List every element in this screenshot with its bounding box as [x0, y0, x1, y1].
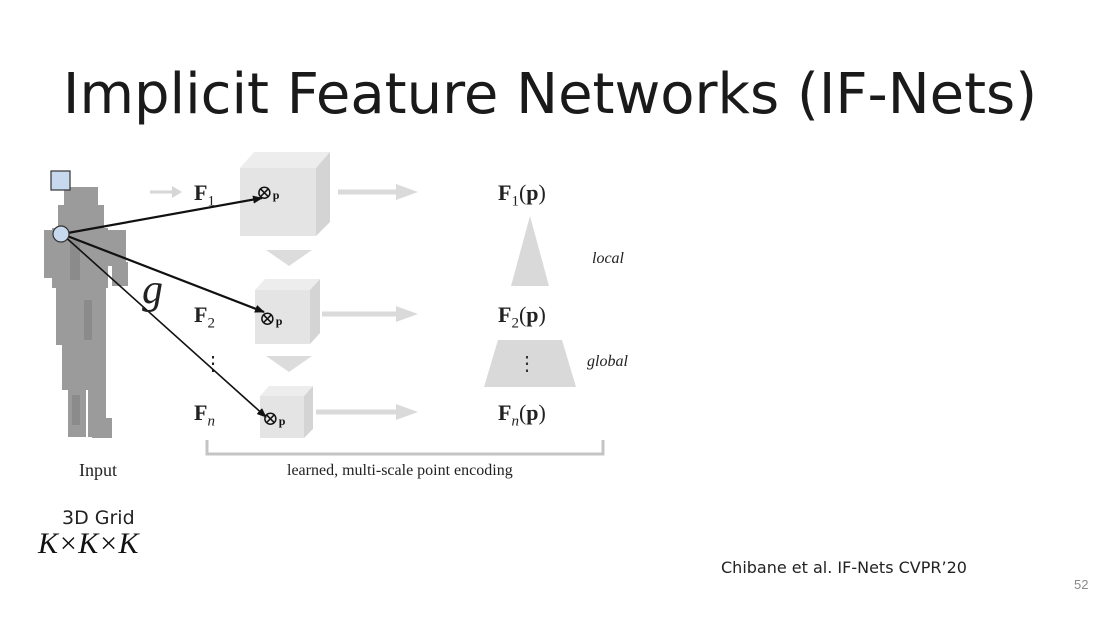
local-triangle — [511, 216, 549, 286]
encoding-label: learned, multi-scale point encoding — [287, 462, 513, 479]
feature-arrows — [316, 184, 418, 420]
arrow-to-f1 — [61, 195, 263, 236]
input-label: Input — [79, 460, 117, 480]
feature-output-n: Fn(p) — [498, 400, 546, 430]
otimes-icon: ⊗p — [256, 180, 280, 204]
feature-output-2: F2(p) — [498, 302, 546, 332]
svg-text:⋮: ⋮ — [517, 353, 537, 375]
query-point-icon — [52, 225, 70, 243]
global-label: global — [587, 353, 628, 370]
g-label: g — [142, 267, 163, 313]
local-label: local — [592, 250, 624, 267]
downsample-arrow-2 — [266, 356, 312, 372]
citation: Chibane et al. IF-Nets CVPR’20 — [721, 558, 967, 577]
encoding-bracket — [205, 440, 605, 456]
slide-title: Implicit Feature Networks (IF-Nets) — [62, 62, 1038, 127]
grid-cell-icon — [50, 170, 71, 191]
svg-text:⋮: ⋮ — [203, 353, 223, 375]
grid-dims: K×K×K — [38, 527, 139, 560]
arrow-to-fn — [61, 233, 267, 418]
cube-2 — [255, 279, 320, 344]
feature-output-1: F1(p) — [498, 180, 546, 210]
feature-grid-label-1: F1 — [194, 180, 215, 210]
grid-label: 3D Grid — [62, 507, 135, 529]
human-voxel-figure — [44, 187, 128, 438]
feature-grid-label-2: F2 — [194, 302, 215, 332]
cube-1 — [240, 152, 330, 236]
otimes-icon: ⊗p — [259, 306, 283, 330]
global-trapezoid — [484, 340, 576, 387]
otimes-icon: ⊗p — [262, 406, 286, 430]
page-number: 52 — [1074, 577, 1089, 592]
downsample-arrow-1 — [266, 250, 312, 266]
arrow-to-f2 — [61, 232, 265, 314]
feature-grid-label-n: Fn — [194, 400, 215, 430]
cube-3 — [260, 386, 313, 438]
